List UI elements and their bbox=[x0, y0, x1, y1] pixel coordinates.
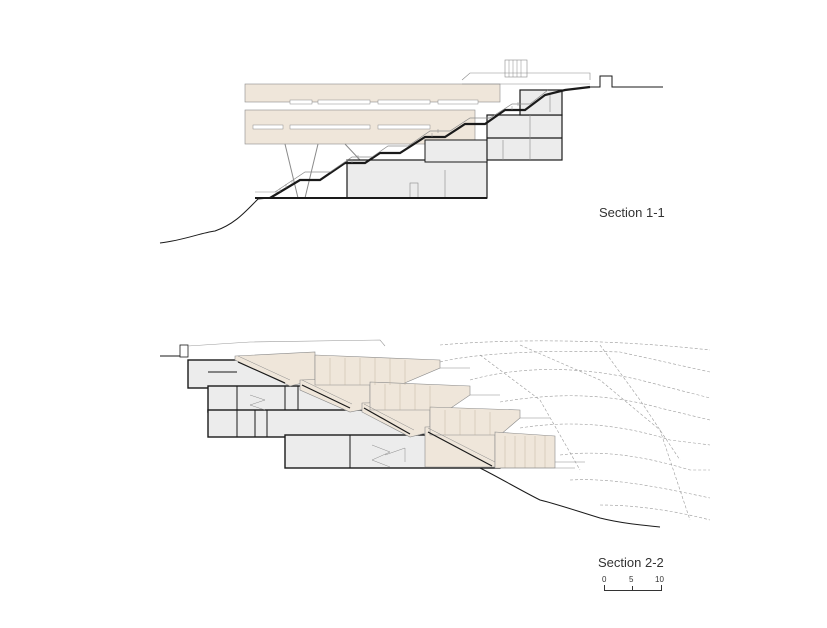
section-1-1-title: Section 1-1 bbox=[599, 205, 665, 220]
section-1-1-ground-right bbox=[590, 75, 663, 88]
section-2-2-stair-1 bbox=[237, 361, 286, 384]
section-1-1-terrain bbox=[159, 197, 271, 244]
section-1-1-stair-line bbox=[269, 85, 591, 199]
section-1-1-cantilever-upper bbox=[244, 83, 501, 103]
section-2-2-stair-2 bbox=[301, 384, 351, 409]
scale-bar-tick-0: 0 bbox=[602, 575, 607, 584]
section-2-2-title: Section 2-2 bbox=[598, 555, 664, 570]
section-1-1-drawing bbox=[159, 59, 663, 244]
section-2-2-stair-3 bbox=[363, 407, 411, 435]
section-1-1-roof-element bbox=[504, 59, 528, 78]
scale-bar-tick-10: 10 bbox=[655, 575, 664, 584]
section-1-1-grey-volume-upper bbox=[519, 89, 563, 116]
section-2-2-drawing bbox=[160, 339, 711, 528]
section-2-2-hill-contours bbox=[439, 340, 711, 521]
scale-bar-tick-5: 5 bbox=[629, 575, 634, 584]
section-2-2-terrain bbox=[479, 467, 661, 528]
section-1-1-grey-volume-lower bbox=[346, 159, 488, 199]
scale-bar-line bbox=[604, 585, 662, 591]
section-2-2-stair-4 bbox=[427, 431, 493, 467]
